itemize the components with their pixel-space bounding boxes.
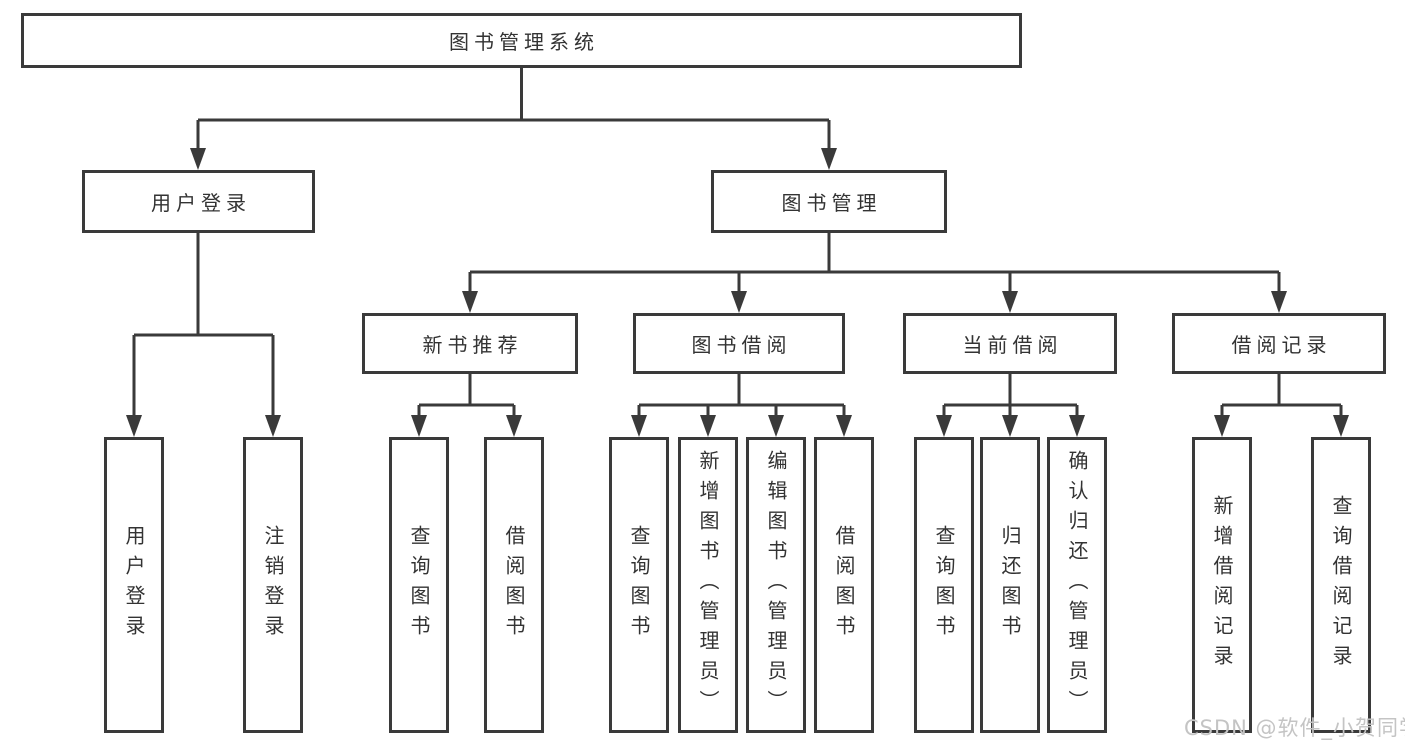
arrowhead	[821, 148, 837, 170]
node-label: 新增图书（管理员）	[696, 450, 720, 720]
edge-bookmgmt-to-level3	[468, 233, 1281, 291]
leaf-borrow-books-1: 借阅图书	[484, 437, 544, 733]
node-label: 确认归还（管理员）	[1065, 450, 1089, 720]
node-system-root: 图书管理系统	[21, 13, 1022, 68]
arrowhead	[836, 415, 852, 437]
leaf-borrow-books-2: 借阅图书	[814, 437, 874, 733]
node-label: 注销登录	[261, 525, 285, 645]
edge-borrowrecord-to-leaves	[1220, 374, 1343, 415]
leaf-query-books-2: 查询图书	[609, 437, 669, 733]
node-label: 编辑图书（管理员）	[764, 450, 788, 720]
arrowhead	[631, 415, 647, 437]
arrowhead	[506, 415, 522, 437]
leaf-query-books-3: 查询图书	[914, 437, 974, 733]
node-label: 借阅图书	[832, 525, 856, 645]
arrowhead	[1002, 291, 1018, 313]
node-label: 当前借阅	[962, 333, 1063, 357]
node-label: 查询图书	[932, 525, 956, 645]
arrowhead	[190, 148, 206, 170]
arrowhead	[1069, 415, 1085, 437]
leaf-confirm-return-admin: 确认归还（管理员）	[1047, 437, 1107, 733]
node-borrow-record: 借阅记录	[1172, 313, 1386, 374]
leaf-query-books-1: 查询图书	[389, 437, 449, 733]
node-label: 图书管理	[781, 191, 882, 215]
edge-userlogin-to-leaves	[132, 233, 275, 415]
node-label: 查询图书	[407, 525, 431, 645]
node-label: 归还图书	[998, 525, 1022, 645]
arrowhead	[768, 415, 784, 437]
node-label: 借阅图书	[502, 525, 526, 645]
leaf-add-borrow-record: 新增借阅记录	[1192, 437, 1252, 733]
arrowhead	[265, 415, 281, 437]
node-user-login: 用户登录	[82, 170, 315, 233]
node-book-borrow: 图书借阅	[633, 313, 845, 374]
edge-currentborrow-to-leaves	[942, 374, 1079, 415]
csdn-watermark: CSDN @软件_小贺同学	[1184, 716, 1405, 740]
arrowhead	[1214, 415, 1230, 437]
node-book-management: 图书管理	[711, 170, 947, 233]
leaf-user-login: 用户登录	[104, 437, 164, 733]
node-label: 图书管理系统	[449, 30, 599, 54]
node-new-book-recommend: 新书推荐	[362, 313, 578, 374]
edge-bookborrow-to-leaves	[637, 374, 846, 415]
node-label: 图书借阅	[691, 333, 792, 357]
edge-newbook-to-leaves	[417, 374, 516, 415]
leaf-query-borrow-record: 查询借阅记录	[1311, 437, 1371, 733]
arrowhead	[731, 291, 747, 313]
leaf-edit-books-admin: 编辑图书（管理员）	[746, 437, 806, 733]
edge-root-to-level2	[196, 68, 831, 148]
arrowhead	[411, 415, 427, 437]
arrowhead	[1002, 415, 1018, 437]
arrowhead	[700, 415, 716, 437]
node-label: 查询借阅记录	[1329, 495, 1353, 675]
leaf-add-books-admin: 新增图书（管理员）	[678, 437, 738, 733]
arrowhead	[1333, 415, 1349, 437]
node-label: 查询图书	[627, 525, 651, 645]
node-label: 新增借阅记录	[1210, 495, 1234, 675]
node-label: 借阅记录	[1231, 333, 1332, 357]
node-label: 用户登录	[122, 525, 146, 645]
node-label: 用户登录	[151, 191, 251, 215]
node-label: 新书推荐	[422, 333, 523, 357]
arrowhead	[1271, 291, 1287, 313]
leaf-logout: 注销登录	[243, 437, 303, 733]
arrowhead	[936, 415, 952, 437]
leaf-return-books: 归还图书	[980, 437, 1040, 733]
arrowhead	[126, 415, 142, 437]
arrowhead	[462, 291, 478, 313]
node-current-borrow: 当前借阅	[903, 313, 1117, 374]
